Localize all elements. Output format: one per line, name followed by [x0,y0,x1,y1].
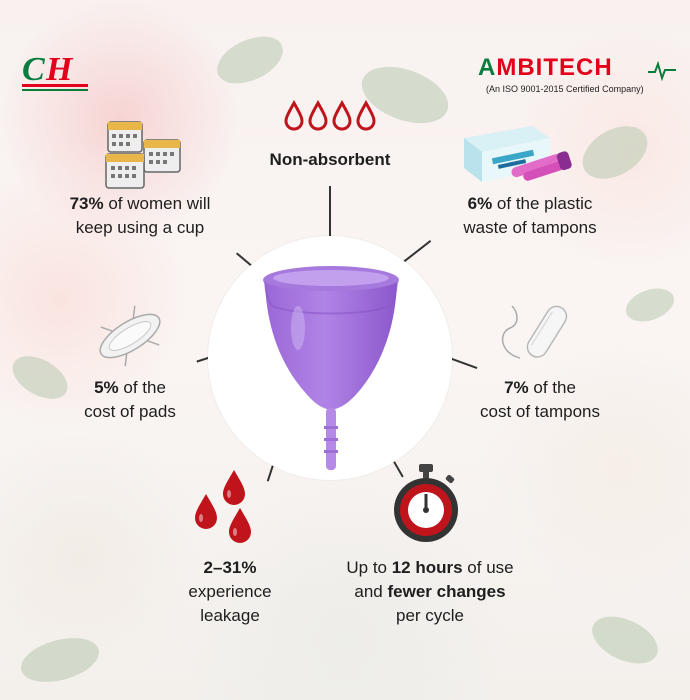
pad-icon [99,305,161,367]
connector-line [448,356,478,369]
leaf-decoration [621,282,679,328]
leaf-decoration [584,607,666,673]
calendar-icon [105,121,181,189]
hours-bold-b: fewer changes [387,582,506,601]
leaf-decoration [16,630,104,690]
tampon-icon [501,305,568,359]
ambitech-logo: AMBITECH (An ISO 9001-2015 Certified Com… [478,48,678,98]
pads-cost-text2: cost of pads [84,402,176,421]
brand-prefix: A [478,54,497,81]
plastic-waste-label: 6% of the plastic waste of tampons [430,192,630,240]
leakage-text1: experience [188,582,272,601]
women-cup-label: 73% of women will keep using a cup [40,192,240,240]
plastic-waste-text2: waste of tampons [463,218,597,237]
stopwatch-icon [394,464,458,542]
leaf-decoration [573,115,657,190]
tampon-box-icon [464,126,572,182]
women-cup-text2: keep using a cup [75,218,205,237]
brand-subtitle: (An ISO 9001-2015 Certified Company) [486,84,644,94]
hours-text-d: per cycle [395,606,465,625]
hours-label: Up to 12 hours of use and fewer changes … [330,556,530,628]
menstrual-cup-image [263,266,399,470]
tampons-cost-text1: of the [528,378,576,397]
brand-rest: MBITECH [496,54,613,81]
logo-ch: C H [20,48,96,94]
leakage-percent: 2–31% [203,558,257,577]
tampons-cost-label: 7% of the cost of tampons [450,376,630,424]
pads-cost-percent: 5% [94,378,119,397]
women-cup-percent: 73% [69,194,104,213]
hours-text-b: of use [462,558,514,577]
tampons-cost-text2: cost of tampons [479,402,600,421]
drops-outline-icon [284,100,376,131]
svg-text:C: C [22,51,45,88]
heartbeat-icon [648,60,676,82]
hours-text-a: Up to [346,558,392,577]
connector-line [329,186,331,242]
plastic-waste-percent: 6% [467,194,493,213]
brand-name: AMBITECH [478,54,613,82]
leakage-label: 2–31% experience leakage [150,556,310,628]
svg-text:H: H [45,51,74,88]
connector-line [403,240,431,263]
tampons-cost-percent: 7% [504,378,529,397]
hours-text-c: and [354,582,388,601]
leakage-text2: leakage [200,606,260,625]
pads-cost-label: 5% of the cost of pads [40,376,220,424]
women-cup-text1: of women will [103,194,211,213]
plastic-waste-text1: of the plastic [492,194,593,213]
leaf-decoration [209,27,291,93]
pads-cost-text1: of the [118,378,166,397]
blood-drops-icon [195,470,251,543]
non-absorbent-label: Non-absorbent [269,150,391,169]
hours-bold-a: 12 hours [391,558,463,577]
